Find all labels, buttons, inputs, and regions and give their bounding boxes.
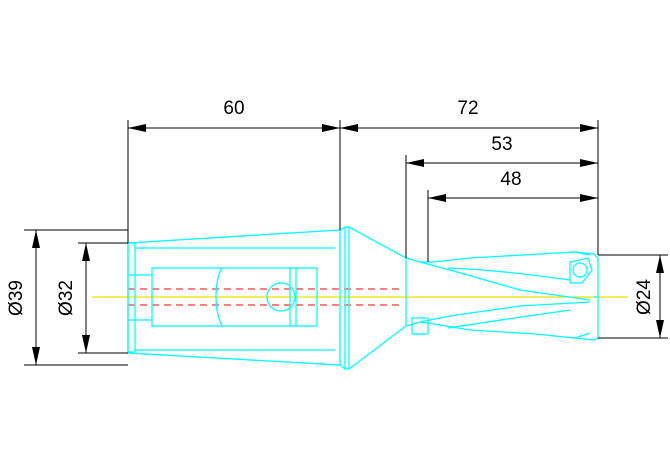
dimension-48-label: 48 bbox=[500, 169, 521, 190]
dimension-60: 60 bbox=[128, 98, 340, 132]
extension-lines bbox=[24, 120, 668, 366]
dimension-53: 53 bbox=[406, 134, 598, 167]
dimension-60-label: 60 bbox=[223, 98, 244, 119]
dimension-53-label: 53 bbox=[491, 134, 512, 155]
dimension-dia-39: Ø39 bbox=[6, 230, 40, 365]
dimension-dia-32: Ø32 bbox=[56, 243, 90, 353]
flange bbox=[339, 226, 350, 370]
dimension-dia-24: Ø24 bbox=[634, 255, 664, 338]
clamp-screw-circle bbox=[266, 282, 296, 312]
dimension-dia-32-label: Ø32 bbox=[56, 280, 77, 316]
drill-body bbox=[348, 226, 591, 370]
dimension-dia-24-label: Ø24 bbox=[634, 279, 655, 315]
dimension-dia-39-label: Ø39 bbox=[6, 280, 27, 316]
dimension-48: 48 bbox=[428, 169, 598, 202]
dimension-72: 72 bbox=[340, 98, 598, 132]
drill-tip-insert bbox=[569, 251, 599, 341]
dimension-72-label: 72 bbox=[457, 98, 478, 119]
